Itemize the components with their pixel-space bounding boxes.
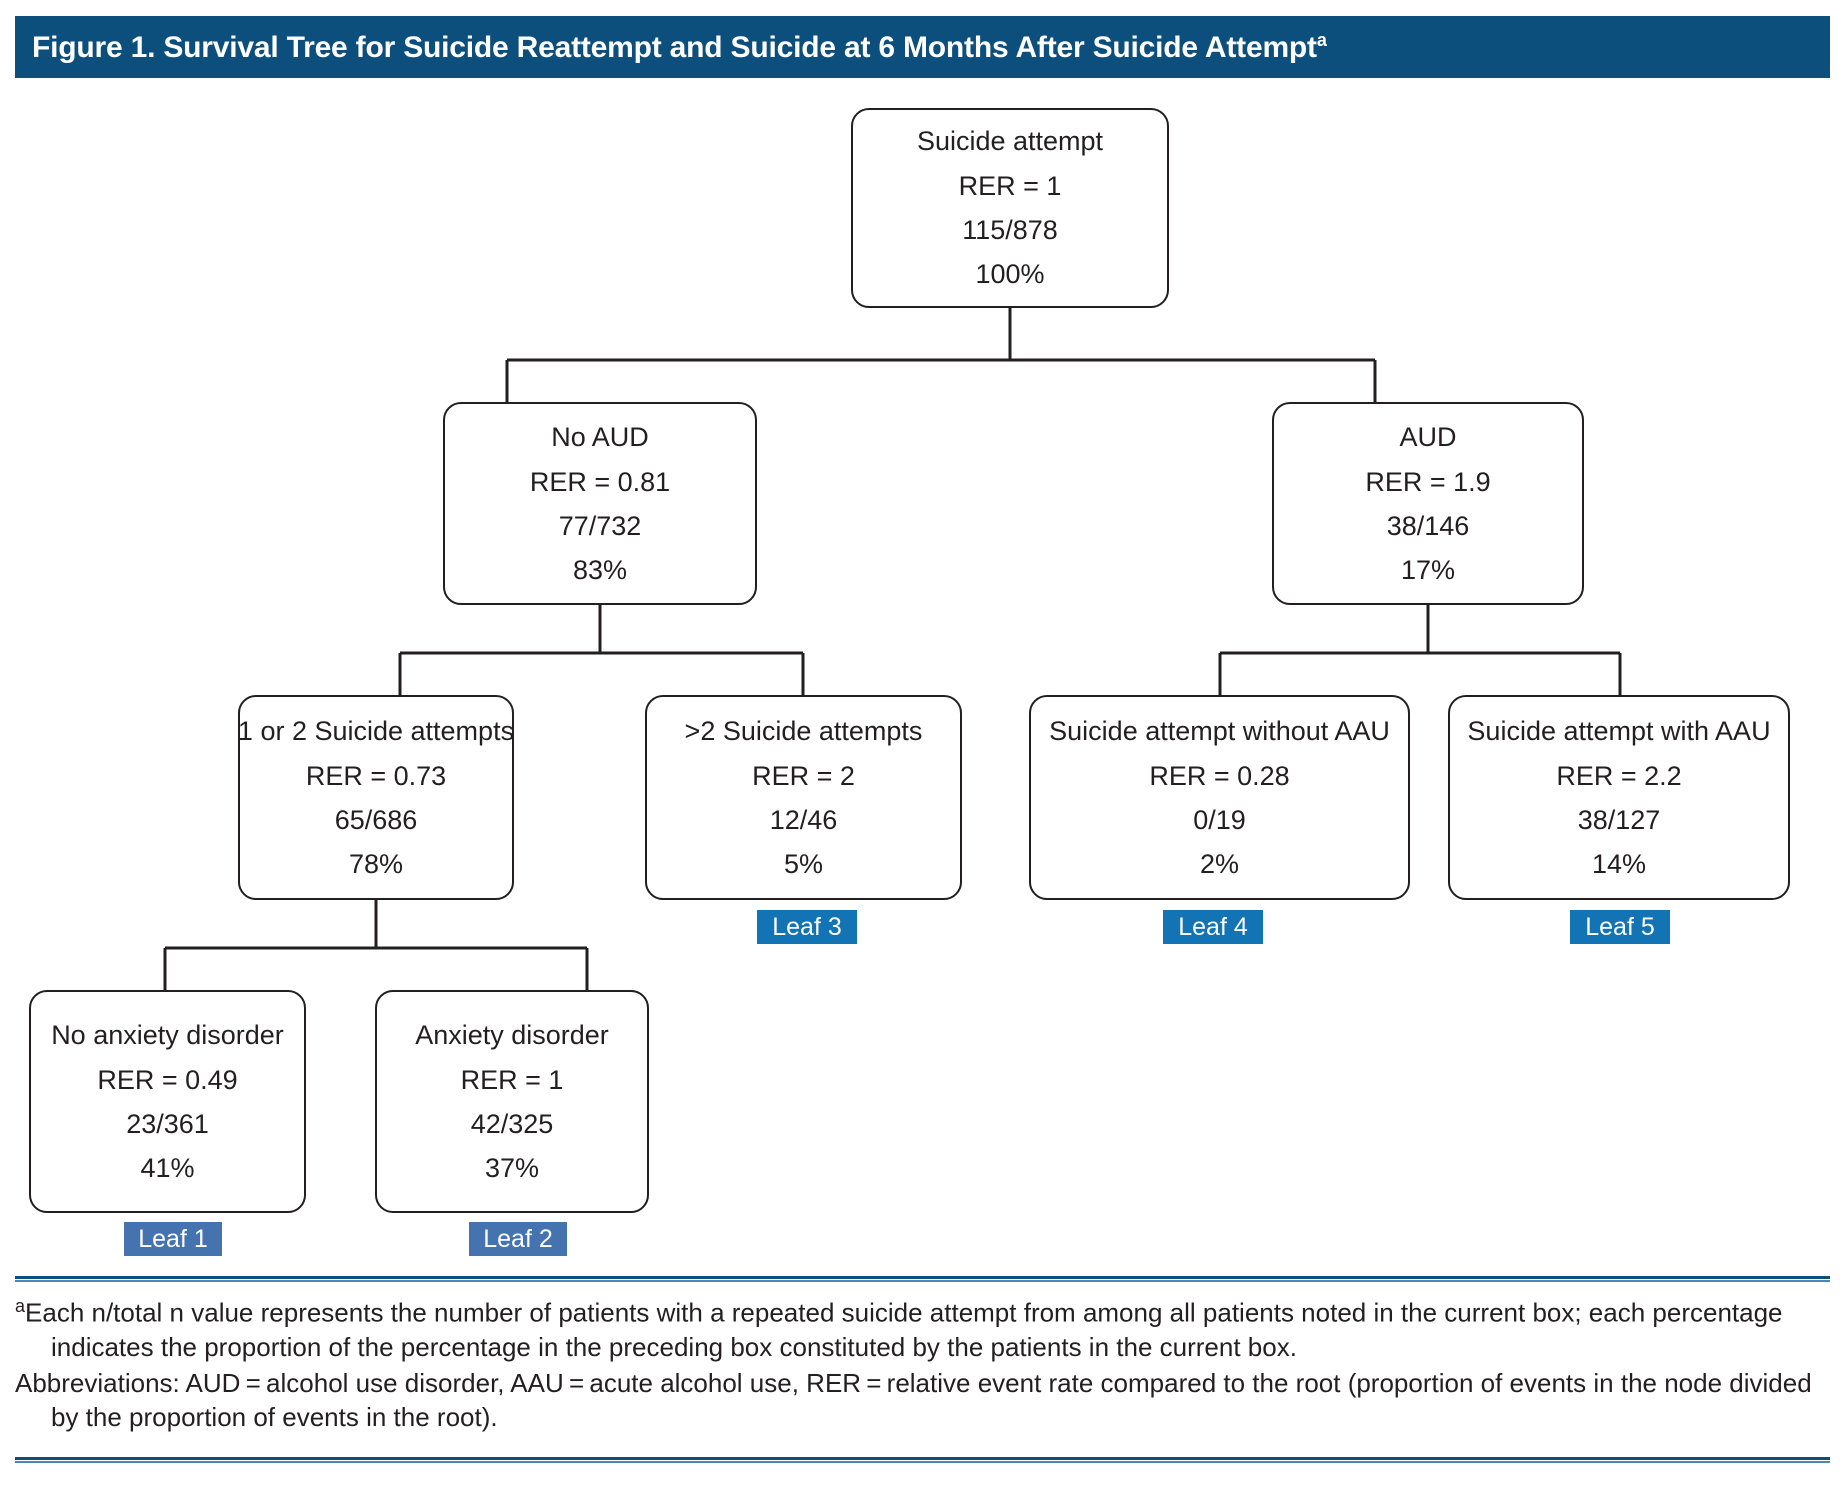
node-rer: RER = 0.73 (305, 760, 447, 791)
node-rer: RER = 2.2 (1556, 760, 1682, 791)
node-rer: RER = 0.49 (97, 1064, 238, 1095)
footnotes-section: aEach n/total n value represents the num… (15, 1289, 1835, 1434)
node-percent: 83% (572, 554, 628, 585)
footnote-rule-light-top (15, 1280, 1830, 1282)
tree-node-root[interactable]: Suicide attempt RER = 1 115/878 100% (851, 108, 1169, 308)
tree-node-attempts-1-or-2[interactable]: 1 or 2 Suicide attempts RER = 0.73 65/68… (238, 695, 514, 900)
node-rer: RER = 2 (752, 760, 855, 791)
footnote-marker-a: a (15, 1296, 26, 1316)
node-label: No anxiety disorder (51, 1019, 284, 1050)
footnote-rule-dark-bottom (15, 1457, 1830, 1460)
figure-title-footnote-marker: a (1316, 29, 1327, 50)
tree-connectors (163, 308, 1622, 990)
leaf-badge-4[interactable]: Leaf 4 (1163, 910, 1263, 944)
figure-title-text: Figure 1. Survival Tree for Suicide Reat… (32, 30, 1317, 64)
node-label: 1 or 2 Suicide attempts (237, 715, 515, 746)
leaf-badge-3[interactable]: Leaf 3 (757, 910, 857, 944)
node-percent: 37% (484, 1152, 540, 1183)
node-percent: 100% (975, 259, 1045, 289)
node-label: Suicide attempt without AAU (1049, 715, 1390, 746)
node-fraction: 42/325 (470, 1108, 554, 1139)
node-percent: 78% (348, 848, 404, 879)
tree-node-without-aau[interactable]: Suicide attempt without AAU RER = 0.28 0… (1029, 695, 1410, 900)
node-fraction: 38/146 (1386, 510, 1470, 541)
node-percent: 2% (1199, 848, 1240, 879)
tree-node-attempts-gt-2[interactable]: >2 Suicide attempts RER = 2 12/46 5% (645, 695, 962, 900)
footnote-abbreviations: Abbreviations: AUD = alcohol use disorde… (15, 1367, 1812, 1432)
node-label: >2 Suicide attempts (684, 715, 923, 746)
leaf-badge-2[interactable]: Leaf 2 (469, 1222, 567, 1256)
node-fraction: 115/878 (962, 215, 1058, 245)
tree-node-aud[interactable]: AUD RER = 1.9 38/146 17% (1272, 402, 1584, 605)
figure-title-bar: Figure 1. Survival Tree for Suicide Reat… (15, 16, 1830, 78)
node-rer: RER = 1 (460, 1064, 564, 1095)
node-label: No AUD (551, 421, 649, 452)
tree-node-no-anxiety[interactable]: No anxiety disorder RER = 0.49 23/361 41… (29, 990, 306, 1213)
node-percent: 5% (783, 848, 824, 879)
node-label: Anxiety disorder (415, 1019, 609, 1050)
node-fraction: 65/686 (334, 804, 418, 835)
node-rer: RER = 0.81 (529, 466, 671, 497)
node-rer: RER = 1 (958, 171, 1062, 201)
leaf-badge-5[interactable]: Leaf 5 (1570, 910, 1670, 944)
node-percent: 14% (1591, 848, 1647, 879)
node-fraction: 0/19 (1193, 804, 1246, 835)
node-rer: RER = 1.9 (1365, 466, 1491, 497)
node-fraction: 23/361 (126, 1108, 209, 1139)
node-fraction: 12/46 (769, 804, 838, 835)
tree-node-no-aud[interactable]: No AUD RER = 0.81 77/732 83% (443, 402, 757, 605)
node-fraction: 38/127 (1577, 804, 1661, 835)
footnote-rule-light-bottom (15, 1461, 1830, 1463)
leaf-badge-1[interactable]: Leaf 1 (124, 1222, 222, 1256)
node-percent: 41% (140, 1152, 195, 1183)
tree-node-anxiety[interactable]: Anxiety disorder RER = 1 42/325 37% (375, 990, 649, 1213)
node-fraction: 77/732 (558, 510, 642, 541)
footnote-rule-dark-top (15, 1276, 1830, 1279)
tree-node-with-aau[interactable]: Suicide attempt with AAU RER = 2.2 38/12… (1448, 695, 1790, 900)
node-label: AUD (1399, 421, 1457, 452)
footnote-a: aEach n/total n value represents the num… (15, 1289, 1835, 1364)
footnote-a-text: Each n/total n value represents the numb… (25, 1297, 1783, 1362)
node-label: Suicide attempt with AAU (1467, 715, 1771, 746)
node-label: Suicide attempt (916, 126, 1104, 156)
node-rer: RER = 0.28 (1149, 760, 1290, 791)
page-title: Figure 1. Survival Tree for Suicide Reat… (15, 30, 1327, 65)
node-percent: 17% (1400, 554, 1456, 585)
